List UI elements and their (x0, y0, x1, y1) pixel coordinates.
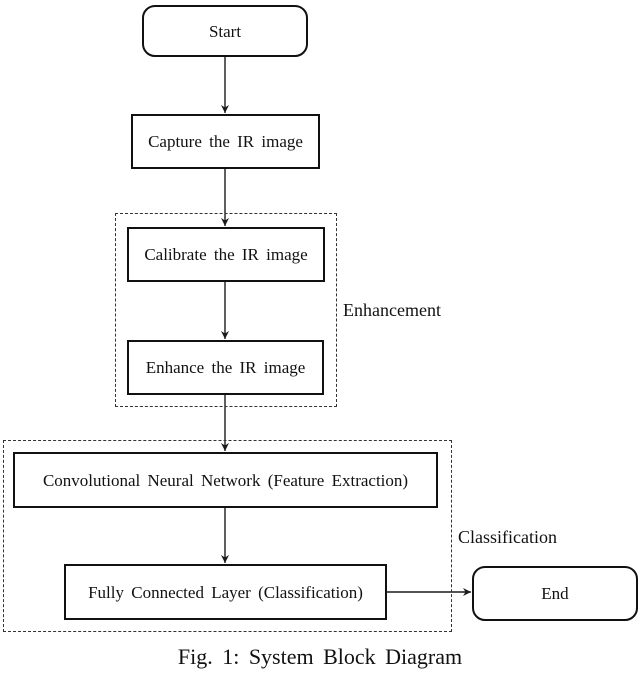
enhancement-group-label: Enhancement (343, 300, 441, 320)
node-calibrate-label: Calibrate the IR image (144, 245, 308, 264)
node-end-label: End (541, 584, 569, 603)
node-start-label: Start (208, 21, 242, 41)
classification-group-box (3, 440, 452, 632)
node-calibrate-ir-image: Calibrate the IR image (127, 227, 325, 282)
node-fc-label: Fully Connected Layer (Classification) (88, 582, 363, 602)
enhancement-group-box (115, 213, 337, 407)
node-cnn-label: Convolutional Neural Network (Feature Ex… (42, 470, 409, 490)
node-capture-label: Capture the IR image (148, 132, 303, 151)
figure-caption: Fig. 1: System Block Diagram (177, 644, 463, 669)
node-convolutional-neural-network: Convolutional Neural Network (Feature Ex… (13, 452, 438, 508)
classification-group-label: Classification (458, 527, 557, 547)
node-enhance-ir-image: Enhance the IR image (127, 340, 324, 395)
node-start: Start (142, 5, 308, 57)
node-end: End (472, 566, 638, 621)
node-capture-ir-image: Capture the IR image (131, 114, 320, 169)
node-fully-connected-layer: Fully Connected Layer (Classification) (64, 564, 387, 620)
node-enhance-label: Enhance the IR image (145, 358, 306, 377)
